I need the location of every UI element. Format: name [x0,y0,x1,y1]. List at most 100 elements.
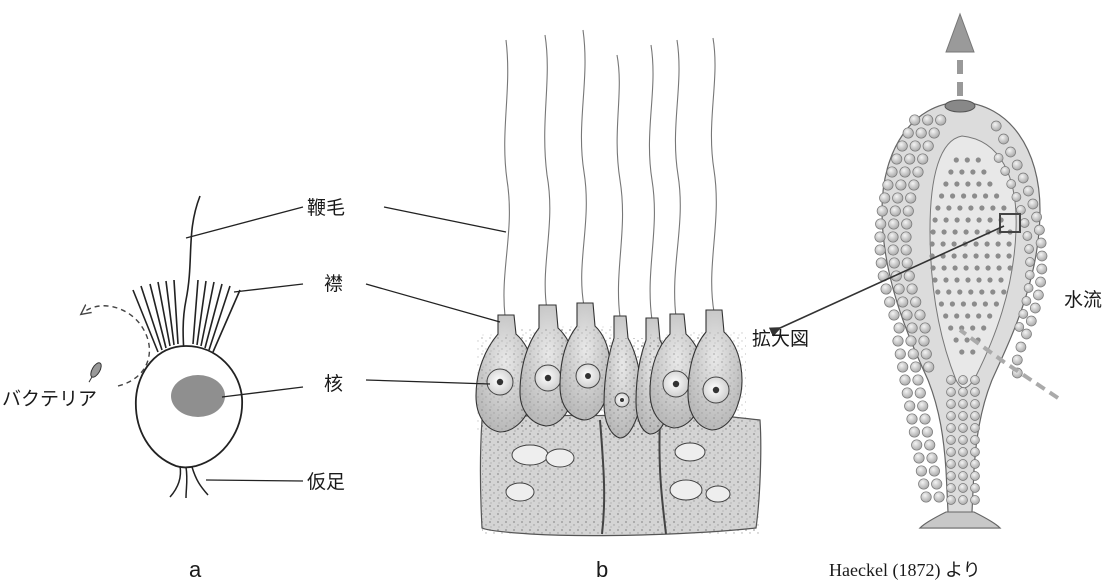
pseudopod-leader-a [206,480,303,481]
surface-bump [971,436,980,445]
surface-bump [994,154,1003,163]
pore-dot [976,277,981,282]
surface-bump [876,219,886,229]
panel-b-label: b [596,557,608,582]
surface-bump [959,460,968,469]
surface-bump [906,193,916,203]
surface-bump [959,412,968,421]
surface-bump [901,245,911,255]
surface-bump [900,375,910,385]
surface-bump [902,310,912,320]
surface-bump [906,336,916,346]
pore-dot [985,241,990,246]
surface-bump [947,484,956,493]
pore-dot [943,181,948,186]
surface-bump [1036,238,1046,248]
pore-dot [985,253,990,258]
pore-dot [946,289,951,294]
surface-bump [1036,277,1046,287]
surface-bump [913,167,923,177]
surface-bump [919,336,929,346]
choanocytes [476,303,746,438]
surface-bump [922,427,932,437]
surface-bump [947,412,956,421]
surface-bump [893,193,903,203]
pore-dot [968,289,973,294]
pore-dot [957,205,962,210]
credit-text: Haeckel (1872) より [829,560,981,581]
surface-bump [916,128,926,138]
pore-dot [968,205,973,210]
surface-bump [959,436,968,445]
pore-dot [950,301,955,306]
surface-bump [905,154,915,164]
surface-bump [1030,303,1040,313]
pore-dot [972,301,977,306]
pore-dot [979,289,984,294]
pore-dot [1007,241,1012,246]
pore-dot [974,241,979,246]
pore-dot [942,229,947,234]
surface-bump [875,232,885,242]
surface-bump [971,424,980,433]
surface-bump [947,424,956,433]
surface-bump [959,388,968,397]
surface-bump [934,492,944,502]
pore-dot [959,349,964,354]
surface-bump [971,484,980,493]
surface-bump [909,427,919,437]
pore-dot [954,157,959,162]
surface-bump [923,115,933,125]
pore-dot [953,229,958,234]
choanocyte-layer [476,30,761,536]
pore-dot [975,265,980,270]
pore-dot [954,313,959,318]
surface-bump [1020,219,1029,228]
surface-bump [971,448,980,457]
pore-dot [990,205,995,210]
pore-dot [939,193,944,198]
pore-dot [931,265,936,270]
surface-bump [898,362,908,372]
pore-dot [930,241,935,246]
bacterium-icon [86,361,104,384]
surface-bump [1024,284,1033,293]
surface-bump [908,349,918,359]
sponge-illustration [875,14,1058,528]
surface-bump [1018,173,1028,183]
surface-bump [881,284,891,294]
pore-dot [963,253,968,258]
nucleus-label: 核 [324,373,343,395]
surface-bump [923,141,933,151]
pore-dot [990,289,995,294]
surface-bump [910,115,920,125]
pore-dot [955,217,960,222]
pore-dot [975,229,980,234]
pore-dot [935,289,940,294]
surface-bump [991,121,1001,131]
surface-bump [959,424,968,433]
surface-bump [876,258,886,268]
surface-bump [947,376,956,385]
pore-dot [972,193,977,198]
surface-bump [929,466,939,476]
surface-bump [913,375,923,385]
surface-bump [888,232,898,242]
surface-bump [1023,186,1033,196]
surface-bump [1025,271,1034,280]
surface-bump [971,472,980,481]
pore-dot [976,181,981,186]
pore-dot [959,169,964,174]
pore-dot [997,265,1002,270]
pore-dot [943,277,948,282]
surface-bump [903,128,913,138]
pore-dot [970,325,975,330]
surface-bump [919,479,929,489]
surface-bump [947,388,956,397]
panel-a-label: a [189,557,202,582]
pore-dot [932,277,937,282]
pore-dot [998,277,1003,282]
surface-bump [1022,329,1032,339]
surface-bump [947,496,956,505]
surface-bump [897,141,907,151]
